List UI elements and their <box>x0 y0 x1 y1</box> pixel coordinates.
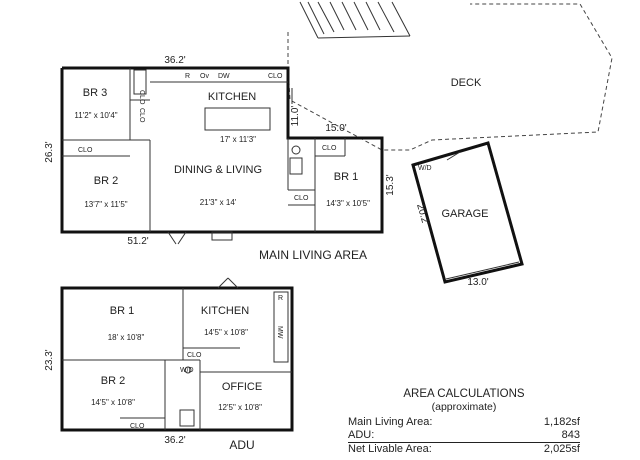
room-kitchen-size: 17' x 11'3" <box>220 135 256 144</box>
fridge-label: R <box>185 73 190 80</box>
main-dim-step-v: 11.0' <box>290 106 301 127</box>
deck-label: DECK <box>451 77 482 89</box>
adu-room-br2-name: BR 2 <box>101 375 125 387</box>
adu-room-kitchen-size: 14'5" x 10'8" <box>204 328 248 337</box>
closet-label-br3: CLO <box>138 90 145 105</box>
room-br1-name: BR 1 <box>334 171 358 183</box>
room-br3-size: 11'2" x 10'4" <box>74 111 117 120</box>
adu-wd-label: W/D <box>180 367 194 374</box>
deck-stairs <box>299 1 411 39</box>
area-row-total-label: Net Livable Area: <box>348 443 432 455</box>
closet-label-br3-b: CLO <box>138 108 145 123</box>
adu-room-br1-name: BR 1 <box>110 305 134 317</box>
room-kitchen-name: KITCHEN <box>208 91 256 103</box>
door-swing-right <box>177 231 187 245</box>
room-dining-name: DINING & LIVING <box>174 164 262 176</box>
main-living-area: BR 3 11'2" x 10'4" BR 2 13'7" x 11'5" KI… <box>44 55 396 262</box>
kitchen-island <box>204 107 271 131</box>
area-calc-subtitle: (approximate) <box>431 401 497 413</box>
adu-door-top <box>217 277 229 289</box>
room-br2-name: BR 2 <box>94 175 118 187</box>
garage-side-dimension: 20.2' <box>414 203 430 227</box>
door-swing-left <box>167 231 177 245</box>
closet-label-br2: CLO <box>78 147 93 154</box>
adu-title: ADU <box>229 438 254 452</box>
area-row-total: Net Livable Area: 2,025sf <box>348 443 580 456</box>
adu-microwave-label: MW <box>276 326 283 339</box>
adu-dim-bottom: 36.2' <box>164 435 185 446</box>
area-calc-title: AREA CALCULATIONS <box>403 388 525 400</box>
main-dim-top: 36.2' <box>164 55 185 66</box>
main-dim-step-h: 15.0' <box>325 123 346 134</box>
main-dim-left: 26.3' <box>44 141 55 162</box>
oven-label: Ov <box>200 73 209 80</box>
garage-bottom-dimension: 13.0' <box>467 277 488 288</box>
area-row-adu-value: 843 <box>561 429 580 441</box>
room-br1-size: 14'3" x 10'5" <box>326 199 370 208</box>
garage-door <box>445 261 520 280</box>
closet-label-bath: CLO <box>294 195 309 202</box>
adu-dim-left: 23.3' <box>44 349 55 370</box>
adu-room-br2-size: 14'5" x 10'8" <box>91 398 135 407</box>
shower-icon <box>289 157 303 175</box>
adu-area: BR 1 18' x 10'8" KITCHEN 14'5" x 10'8" B… <box>44 277 294 452</box>
area-row-total-value: 2,025sf <box>543 443 580 455</box>
closet-label-br1-top: CLO <box>322 145 337 152</box>
room-br2-size: 13'7" x 11'5" <box>84 200 127 209</box>
area-row-main-label: Main Living Area: <box>348 416 433 428</box>
main-dim-right: 15.3' <box>385 174 396 195</box>
area-row-main: Main Living Area: 1,182sf <box>348 416 580 429</box>
adu-toilet-icon <box>184 366 192 374</box>
adu-closet-label-br2: CLO <box>130 423 145 430</box>
toilet-icon <box>291 145 301 155</box>
dishwasher-label: DW <box>218 73 230 80</box>
closet-br3 <box>133 69 147 95</box>
room-dining-size: 21'3" x 14' <box>200 198 237 207</box>
adu-room-kitchen-name: KITCHEN <box>201 305 249 317</box>
adu-room-br1-size: 18' x 10'8" <box>108 333 145 342</box>
adu-closet-label: CLO <box>187 352 202 359</box>
area-row-adu-label: ADU: <box>348 429 375 441</box>
area-calculations: AREA CALCULATIONS (approximate) Main Liv… <box>348 388 580 456</box>
adu-shower-icon <box>179 409 195 427</box>
adu-room-office-name: OFFICE <box>222 381 262 393</box>
garage-label: GARAGE <box>441 208 488 220</box>
main-living-title: MAIN LIVING AREA <box>259 248 367 262</box>
adu-fridge-label: R <box>278 295 283 302</box>
room-br3-name: BR 3 <box>83 87 107 99</box>
main-dim-bottom: 51.2' <box>127 236 148 247</box>
adu-room-office-size: 12'5" x 10'8" <box>218 403 262 412</box>
area-calc-divider <box>348 442 580 443</box>
garage-wd-label: W/D <box>418 165 432 172</box>
closet-label-kitchen: CLO <box>268 73 283 80</box>
area-row-adu: ADU: 843 <box>348 429 580 442</box>
fireplace-icon <box>211 231 233 241</box>
garage: GARAGE W/D 20.2' 13.0' <box>411 141 524 288</box>
kitchen-appliances <box>273 291 289 363</box>
area-row-main-value: 1,182sf <box>543 416 580 428</box>
